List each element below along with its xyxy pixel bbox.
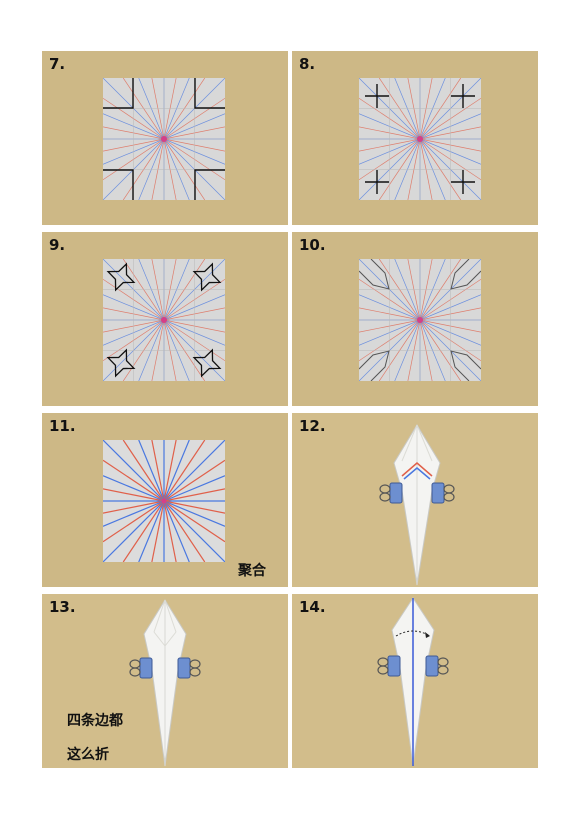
crease-pattern-diagram xyxy=(103,440,225,562)
crease-line xyxy=(138,500,165,562)
black-fold-line xyxy=(103,169,134,200)
crease-line xyxy=(163,500,225,562)
crease-line xyxy=(163,440,190,502)
step-number: 7. xyxy=(49,55,66,73)
step-7-panel: 7. xyxy=(42,51,288,225)
center-point xyxy=(417,136,423,142)
step-number: 8. xyxy=(299,55,316,73)
crease-line xyxy=(163,488,225,502)
center-point xyxy=(161,498,167,504)
crease-line xyxy=(151,440,165,502)
crease-line xyxy=(103,440,165,502)
black-fold-line xyxy=(194,78,225,109)
step-11-panel: 11. 聚合 xyxy=(42,413,288,587)
crease-line xyxy=(163,500,225,527)
step-number: 12. xyxy=(299,417,326,435)
crease-line xyxy=(103,500,165,562)
crease-line xyxy=(151,500,165,562)
crease-line xyxy=(122,500,165,562)
crease-line xyxy=(103,475,165,502)
crease-line xyxy=(103,500,165,527)
crease-line xyxy=(163,500,177,562)
black-fold-line xyxy=(450,350,481,381)
crease-line xyxy=(103,500,165,543)
fold-line-red xyxy=(401,462,433,477)
step-14-panel: 14. xyxy=(292,594,538,768)
black-fold-line xyxy=(450,259,481,290)
black-fold-line xyxy=(106,262,136,292)
crease-line xyxy=(103,500,165,514)
step-12-panel: 12. xyxy=(292,413,538,587)
center-point xyxy=(161,136,167,142)
crease-line xyxy=(163,440,177,502)
black-fold-line xyxy=(106,348,136,378)
black-fold-line xyxy=(103,78,134,109)
instruction-text-line-1: 四条边都 xyxy=(67,713,123,729)
step-number: 9. xyxy=(49,236,66,254)
crease-line xyxy=(163,440,225,502)
black-fold-line xyxy=(359,259,390,290)
binder-clip-right-icon xyxy=(177,657,201,679)
step-number: 10. xyxy=(299,236,326,254)
crease-line xyxy=(163,500,225,514)
step-13-panel: 13. 四条边都 这么折 xyxy=(42,594,288,768)
crease-line xyxy=(122,440,165,502)
crease-line xyxy=(163,459,225,502)
black-fold-line xyxy=(194,169,225,200)
black-fold-line xyxy=(359,350,390,381)
crease-pattern-diagram xyxy=(359,259,481,381)
step-9-panel: 9. xyxy=(42,232,288,406)
crease-pattern-diagram xyxy=(103,259,225,381)
crease-pattern-diagram xyxy=(103,78,225,200)
instruction-text-line-2: 这么折 xyxy=(67,747,109,763)
crease-line xyxy=(103,488,165,502)
center-point xyxy=(161,317,167,323)
instruction-text: 聚合 xyxy=(238,563,266,579)
binder-clip-left-icon xyxy=(377,655,401,677)
binder-clip-right-icon xyxy=(431,482,455,504)
crease-line xyxy=(163,500,225,543)
crease-line xyxy=(163,440,206,502)
center-point xyxy=(417,317,423,323)
step-10-panel: 10. xyxy=(292,232,538,406)
step-number: 13. xyxy=(49,598,76,616)
folded-model-photo xyxy=(368,596,458,768)
crease-pattern-diagram xyxy=(359,78,481,200)
binder-clip-left-icon xyxy=(379,482,403,504)
step-number: 14. xyxy=(299,598,326,616)
folded-model-photo xyxy=(120,598,210,768)
crease-line xyxy=(163,500,190,562)
crease-line xyxy=(103,459,165,502)
fold-line-blue xyxy=(403,467,431,480)
crease-line xyxy=(163,475,225,502)
step-8-panel: 8. xyxy=(292,51,538,225)
step-number: 11. xyxy=(49,417,76,435)
black-fold-line xyxy=(192,348,222,378)
crease-line xyxy=(163,500,206,562)
folded-model-photo xyxy=(372,421,462,587)
crease-line xyxy=(138,440,165,502)
binder-clip-right-icon xyxy=(425,655,449,677)
black-fold-line xyxy=(192,262,222,292)
binder-clip-left-icon xyxy=(129,657,153,679)
